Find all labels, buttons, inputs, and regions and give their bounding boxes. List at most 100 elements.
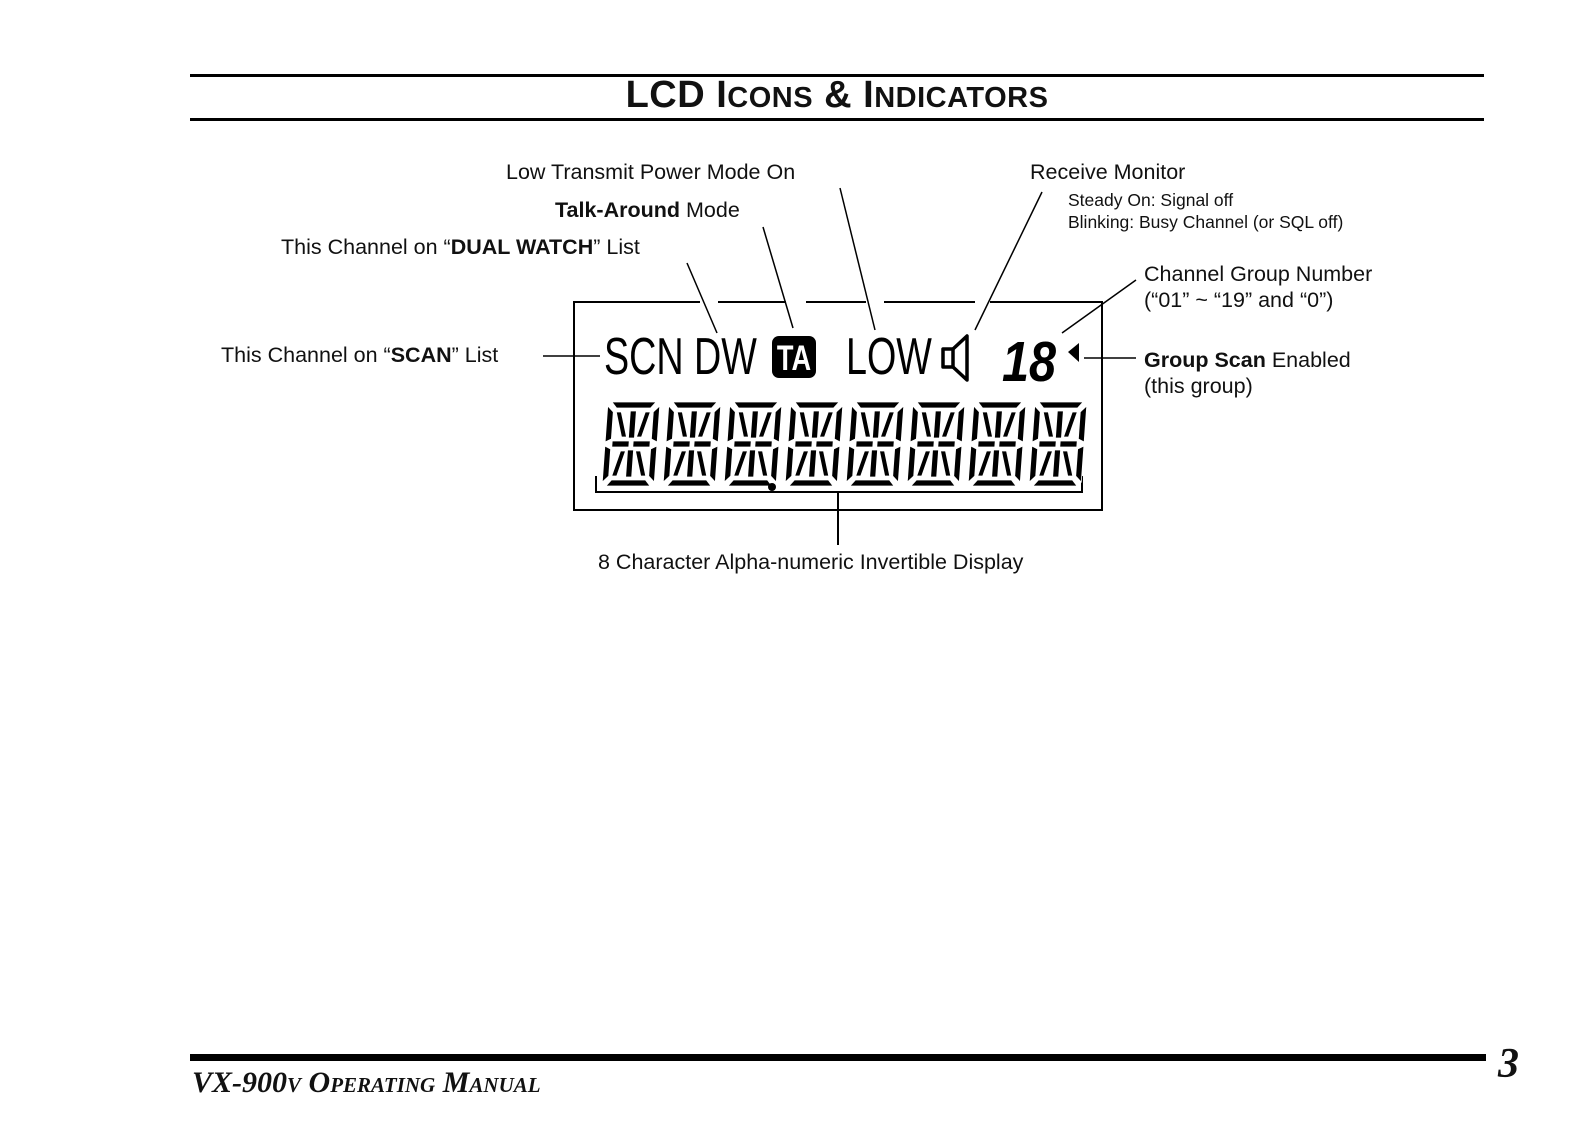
alnum-char	[601, 401, 661, 487]
alnum-segment	[672, 401, 718, 409]
alnum-segment	[1038, 440, 1057, 448]
alnum-segment	[737, 411, 749, 438]
alnum-segment	[1014, 445, 1024, 483]
alnum-segment	[693, 440, 712, 448]
alnum-segment	[615, 411, 627, 438]
alnum-segment	[648, 445, 658, 483]
alnum-segment	[788, 479, 834, 487]
manual-title: VX-900V OPERATING MANUAL	[192, 1066, 541, 1099]
header-rule-top	[190, 74, 1484, 77]
label-scan: This Channel on “SCAN” List	[221, 343, 499, 367]
alnum-segment	[1001, 450, 1013, 477]
alnum-segment	[757, 411, 773, 438]
alnum-segment	[1028, 445, 1039, 483]
alnum-segment	[635, 450, 647, 477]
scn-icon: SCN	[604, 327, 684, 385]
callout-line-dual-watch	[686, 262, 718, 334]
alphanumeric-display	[601, 401, 1088, 487]
alnum-segment	[855, 440, 874, 448]
alnum-char	[723, 401, 783, 487]
label-dual-watch: This Channel on “DUAL WATCH” List	[281, 235, 640, 259]
alnum-segment	[611, 401, 657, 409]
alnum-segment	[723, 445, 734, 483]
alnum-segment	[1054, 410, 1064, 439]
alnum-segment	[666, 479, 712, 487]
alnum-segment	[845, 445, 856, 483]
label-group-scan: Group Scan Enabled	[1144, 348, 1351, 372]
alnum-segment	[1016, 405, 1027, 443]
alnum-segment	[601, 445, 612, 483]
alnum-char	[662, 401, 722, 487]
alnum-segment	[920, 411, 932, 438]
alnum-segment	[1001, 411, 1017, 438]
alnum-segment	[910, 479, 956, 487]
alnum-segment	[711, 405, 722, 443]
alnum-segment	[696, 411, 712, 438]
alnum-segment	[665, 405, 675, 443]
label-display-caption: 8 Character Alpha-numeric Invertible Dis…	[598, 550, 1024, 574]
label-blinking: Blinking: Busy Channel (or SQL off)	[1068, 212, 1344, 232]
label-low-power: Low Transmit Power Mode On	[506, 160, 796, 184]
alnum-segment	[688, 410, 698, 439]
alnum-segment	[749, 410, 759, 439]
triangle-pointer-icon	[1068, 343, 1079, 362]
alnum-segment	[696, 450, 708, 477]
alnum-segment	[937, 440, 956, 448]
callout-lines	[543, 187, 1137, 359]
alnum-segment	[916, 450, 932, 477]
alnum-segment	[855, 401, 901, 409]
alnum-segment	[1062, 450, 1074, 477]
alnum-segment	[727, 479, 773, 487]
alnum-segment	[757, 450, 769, 477]
alnum-segment	[879, 450, 891, 477]
alnum-segment	[955, 405, 966, 443]
ta-icon-box	[772, 336, 816, 378]
alnum-segment	[1052, 449, 1062, 478]
alnum-segment	[848, 405, 858, 443]
alnum-segment	[676, 411, 688, 438]
alnum-segment	[605, 479, 651, 487]
alnum-segment	[733, 450, 749, 477]
alnum-segment	[625, 449, 635, 478]
alnum-segment	[916, 401, 962, 409]
alnum-segment	[611, 450, 627, 477]
alnum-segment	[1059, 440, 1078, 448]
alnum-segment	[672, 450, 688, 477]
decimal-point	[768, 483, 776, 491]
alnum-segment	[953, 445, 963, 483]
alnum-segment	[627, 410, 637, 439]
label-group-number-1: Channel Group Number	[1144, 262, 1373, 286]
alnum-segment	[977, 401, 1023, 409]
alnum-segment	[611, 440, 630, 448]
alnum-segment	[940, 411, 956, 438]
label-talk-around: Talk-Around Mode	[555, 198, 740, 222]
alnum-segment	[733, 440, 752, 448]
footer-rule	[190, 1054, 1486, 1061]
alnum-segment	[787, 405, 797, 443]
alnum-segment	[859, 411, 871, 438]
dw-icon: DW	[694, 327, 757, 385]
alnum-segment	[733, 401, 779, 409]
alnum-segment	[798, 411, 810, 438]
label-group-number-2: (“01” ~ “19” and “0”)	[1144, 288, 1334, 312]
lcd-frame	[573, 301, 1103, 545]
alnum-segment	[635, 411, 651, 438]
alnum-segment	[977, 440, 996, 448]
alnum-segment	[794, 401, 840, 409]
group-number-digits: 18	[1002, 331, 1057, 394]
alnum-segment	[879, 411, 895, 438]
alnum-segment	[794, 440, 813, 448]
header-rule-bottom	[190, 118, 1484, 121]
alnum-segment	[930, 449, 940, 478]
alnum-segment	[894, 405, 905, 443]
alnum-segment	[993, 410, 1003, 439]
alnum-segment	[1077, 405, 1088, 443]
alnum-segment	[916, 440, 935, 448]
alnum-segment	[1032, 479, 1078, 487]
alnum-char	[845, 401, 905, 487]
alnum-char	[967, 401, 1027, 487]
alnum-segment	[784, 445, 795, 483]
alnum-segment	[909, 405, 919, 443]
alnum-segment	[998, 440, 1017, 448]
